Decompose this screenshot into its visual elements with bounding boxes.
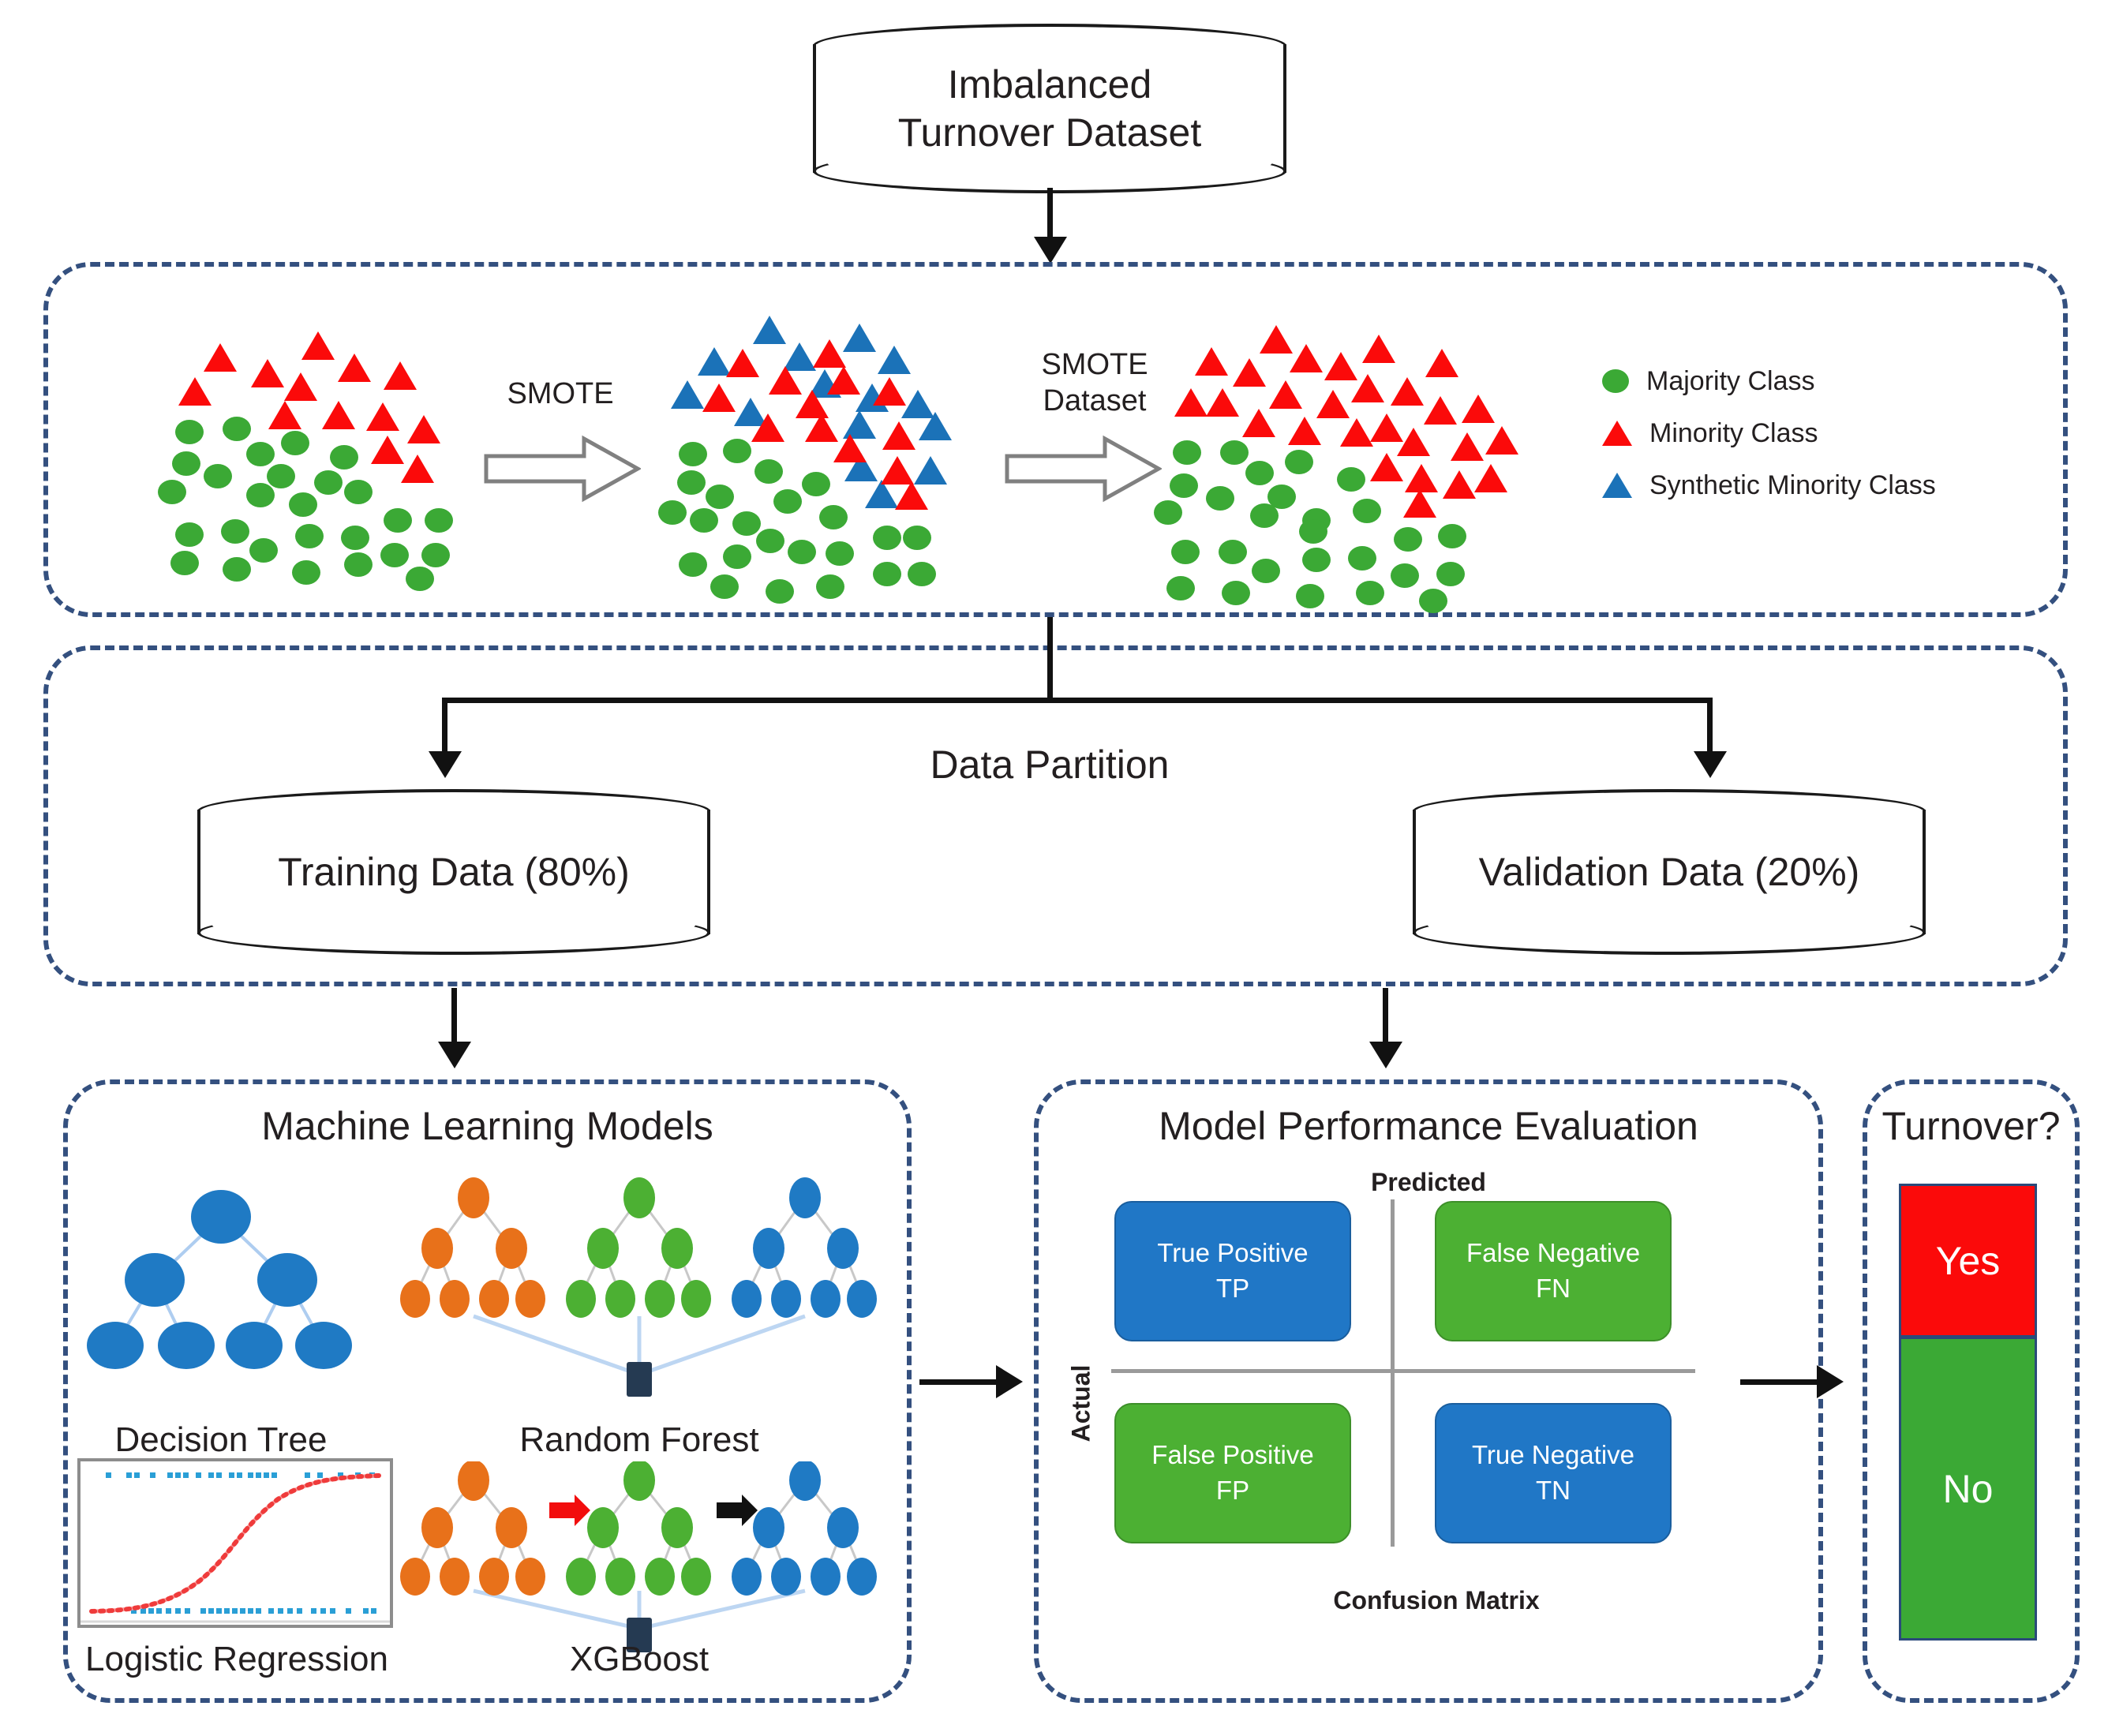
cluster-smote-applied xyxy=(647,301,994,604)
partition-branch-left xyxy=(442,698,447,761)
legend-item-synthetic: Synthetic Minority Class xyxy=(1602,459,1936,511)
legend-item-minority: Minority Class xyxy=(1602,407,1936,459)
legend-label-synthetic: Synthetic Minority Class xyxy=(1649,470,1936,500)
training-cylinder-bottom xyxy=(197,911,710,955)
cell-fp-abbr: FP xyxy=(1215,1476,1250,1505)
confusion-matrix-axis-top: Predicted xyxy=(1371,1168,1486,1196)
random-forest-diagram xyxy=(400,1177,877,1397)
outcome-label-no: No xyxy=(1942,1466,1994,1511)
partition-arrow-right xyxy=(1694,751,1727,778)
ml-models-title: Machine Learning Models xyxy=(261,1104,713,1148)
arrow-validation-to-eval-head xyxy=(1369,1042,1402,1068)
confusion-matrix-vline xyxy=(1391,1199,1395,1547)
confusion-cell-true-positive: True Positive TP xyxy=(1114,1201,1351,1341)
validation-data-text: Validation Data (20%) xyxy=(1478,849,1860,894)
cell-fn-abbr: FN xyxy=(1536,1274,1571,1303)
validation-data-cylinder: Validation Data (20%) xyxy=(1413,789,1926,955)
arrow-eval-to-outcome-head xyxy=(1817,1365,1844,1398)
decision-tree-diagram xyxy=(87,1190,352,1369)
triangle-red-icon xyxy=(1602,421,1632,446)
smote-arrow2-label-line1: SMOTE xyxy=(1041,348,1148,381)
validation-data-label: Validation Data (20%) xyxy=(1413,789,1926,955)
arrow-source-to-smote-head xyxy=(1034,237,1067,264)
outcome-title: Turnover? xyxy=(1881,1104,2061,1148)
confusion-matrix-axis-left: Actual xyxy=(1066,1364,1095,1442)
triangle-blue-icon xyxy=(1602,473,1632,498)
smote-legend: Majority Class Minority Class Synthetic … xyxy=(1602,355,1936,511)
partition-split-line xyxy=(442,698,1713,703)
legend-label-majority: Majority Class xyxy=(1646,365,1815,396)
cell-fp-name: False Positive xyxy=(1151,1440,1314,1470)
arrow-training-to-models-head xyxy=(438,1042,471,1068)
cell-tp-name: True Positive xyxy=(1157,1238,1309,1268)
arrow-models-to-eval-head xyxy=(996,1365,1023,1398)
cell-tn-name: True Negative xyxy=(1471,1440,1635,1470)
imbalanced-dataset-label: Imbalanced Turnover Dataset xyxy=(813,24,1286,193)
logistic-regression-plot xyxy=(77,1458,393,1628)
smote-arrow2-label: SMOTE Dataset xyxy=(1004,347,1185,419)
data-partition-title: Data Partition xyxy=(930,743,1170,787)
validation-cylinder-bottom xyxy=(1413,911,1926,955)
dataset-label-line1: Imbalanced xyxy=(947,62,1152,107)
training-data-label: Training Data (80%) xyxy=(197,789,710,955)
cluster-balanced xyxy=(1144,309,1518,613)
outcome-bar-no: No xyxy=(1899,1337,2037,1641)
circle-green-icon xyxy=(1602,369,1629,393)
cell-tn-abbr: TN xyxy=(1536,1476,1571,1505)
confusion-matrix-caption: Confusion Matrix xyxy=(1333,1586,1540,1614)
confusion-cell-true-negative: True Negative TN xyxy=(1435,1403,1672,1543)
cell-fn-name: False Negative xyxy=(1466,1238,1641,1268)
confusion-cell-false-negative: False Negative FN xyxy=(1435,1201,1672,1341)
outcome-bar-yes: Yes xyxy=(1899,1184,2037,1338)
boost-arrow-black-icon xyxy=(717,1495,758,1526)
confusion-matrix-hline xyxy=(1111,1369,1695,1373)
smote-arrow1-label: SMOTE xyxy=(507,377,614,410)
partition-branch-right xyxy=(1707,698,1713,761)
evaluation-panel xyxy=(1034,1079,1823,1703)
imbalanced-dataset-cylinder: Imbalanced Turnover Dataset xyxy=(813,24,1286,193)
dataset-label-line2: Turnover Dataset xyxy=(897,110,1202,155)
model-label-xgboost: XGBoost xyxy=(569,1640,710,1678)
model-label-random-forest: Random Forest xyxy=(519,1420,759,1459)
cluster-imbalanced xyxy=(134,316,466,600)
model-label-logistic-regression: Logistic Regression xyxy=(85,1640,388,1678)
arrow-source-to-smote-line xyxy=(1047,188,1053,247)
arrow-models-to-eval-line xyxy=(919,1379,1005,1385)
xgboost-diagram xyxy=(400,1461,877,1652)
legend-item-majority: Majority Class xyxy=(1602,355,1936,407)
arrow-validation-to-eval-line xyxy=(1383,988,1388,1051)
arrow-eval-to-outcome-line xyxy=(1740,1379,1825,1385)
smote-arrow1-icon xyxy=(484,435,641,503)
smote-arrow2-icon xyxy=(1005,435,1162,503)
cell-tp-abbr: TP xyxy=(1215,1274,1250,1303)
confusion-cell-false-positive: False Positive FP xyxy=(1114,1403,1351,1543)
evaluation-title: Model Performance Evaluation xyxy=(1159,1104,1698,1148)
smote-arrow2-label-line2: Dataset xyxy=(1043,383,1147,417)
arrow-training-to-models-line xyxy=(451,988,457,1051)
training-data-cylinder: Training Data (80%) xyxy=(197,789,710,955)
legend-label-minority: Minority Class xyxy=(1649,417,1818,448)
boost-arrow-red-icon xyxy=(549,1495,590,1526)
outcome-label-yes: Yes xyxy=(1935,1238,2001,1283)
model-label-decision-tree: Decision Tree xyxy=(114,1420,328,1459)
partition-trunk-line xyxy=(1047,617,1053,702)
training-data-text: Training Data (80%) xyxy=(278,849,630,894)
partition-arrow-left xyxy=(429,751,462,778)
